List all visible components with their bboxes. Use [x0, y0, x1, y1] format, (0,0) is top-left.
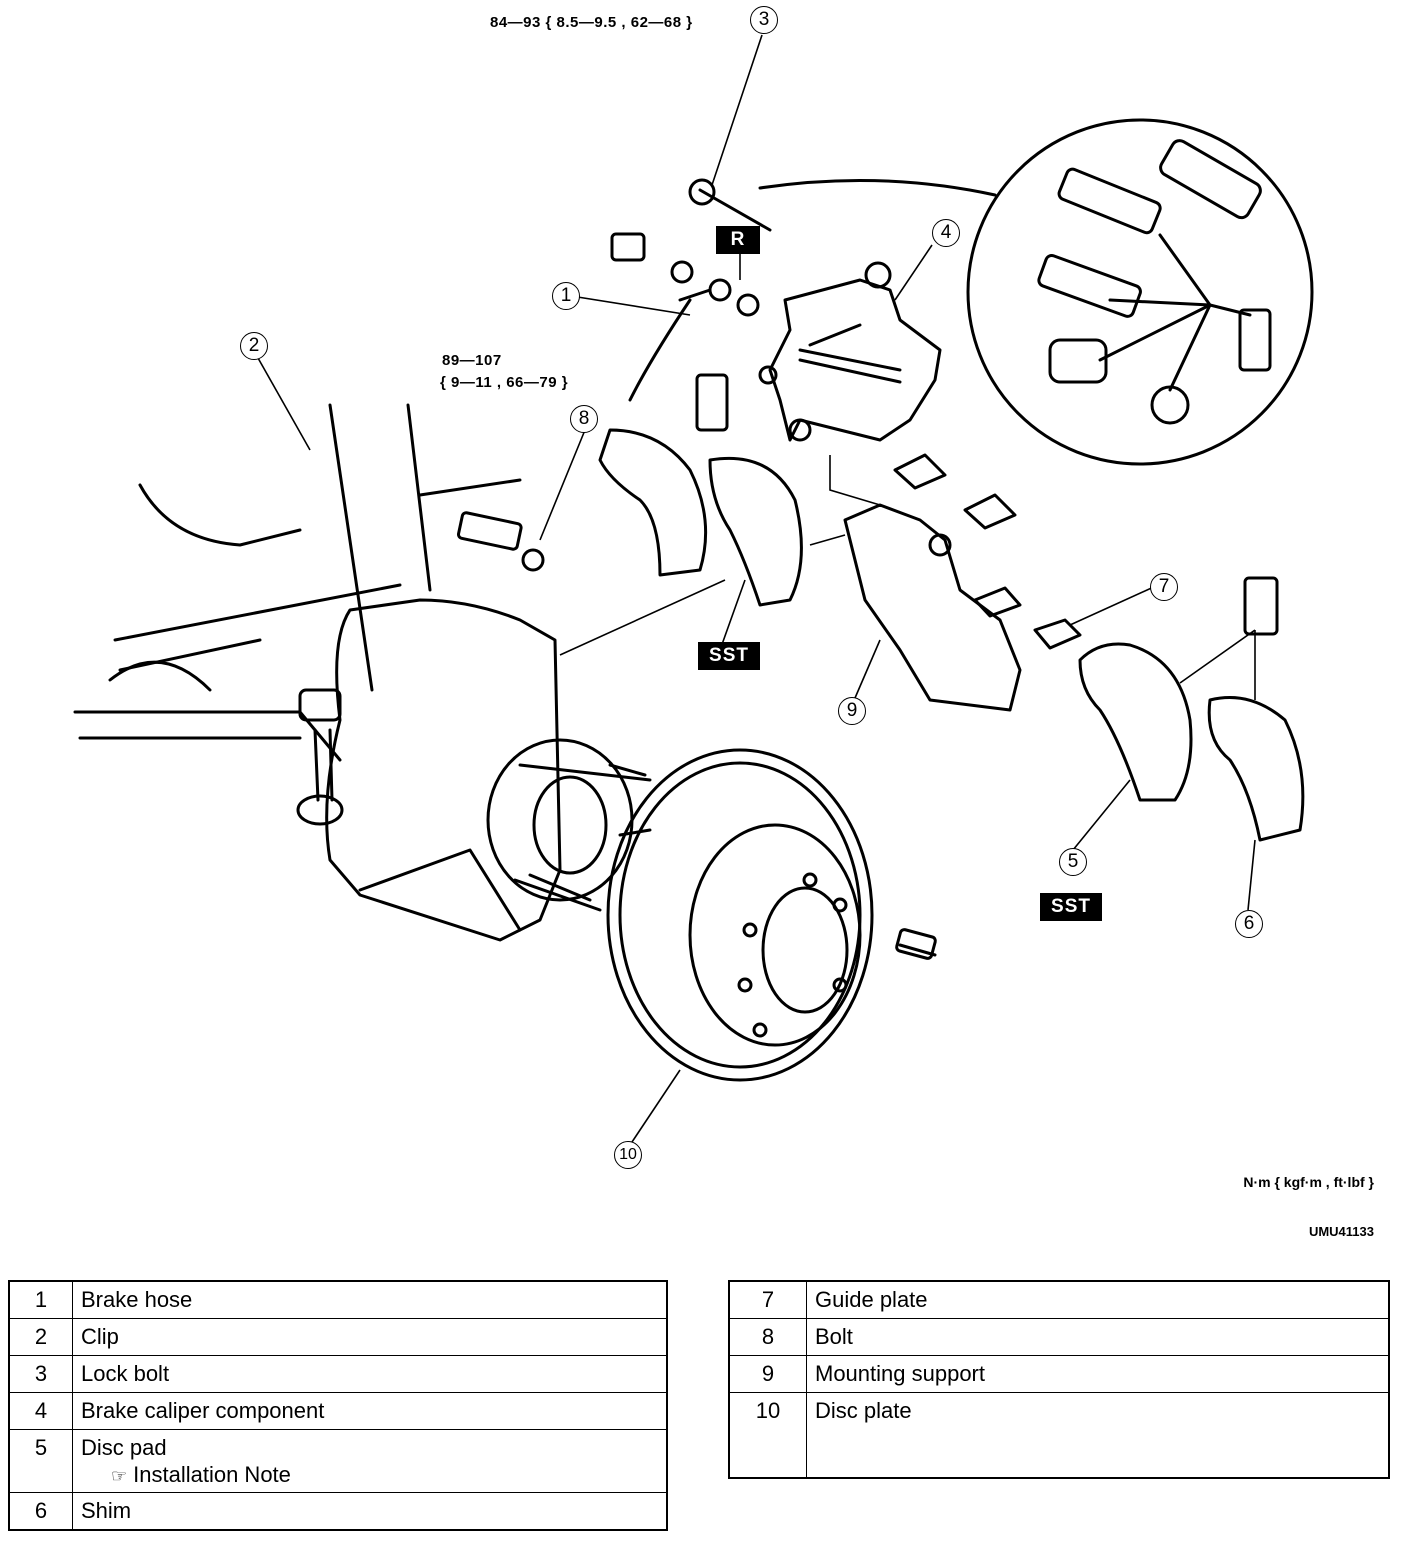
callout-10: 10: [614, 1141, 642, 1169]
installation-note-link[interactable]: ☞Installation Note: [81, 1463, 658, 1488]
part-name: Bolt: [806, 1318, 1390, 1356]
part-number: 4: [8, 1392, 73, 1430]
part-name: Disc pad: [81, 1435, 167, 1460]
part-number: 9: [728, 1355, 807, 1393]
table-row: 8 Bolt: [728, 1318, 1390, 1356]
table-row: 2 Clip: [8, 1318, 668, 1356]
callout-6: 6: [1235, 910, 1263, 938]
frame-rail: [113, 583, 402, 672]
sst-tag-inner: SST: [698, 642, 760, 670]
part-name: Clip: [72, 1318, 668, 1356]
inner-shim: [598, 428, 708, 577]
callout-7: 7: [1150, 573, 1178, 601]
disc-plate-outline: [606, 748, 874, 1082]
knuckle: [325, 598, 562, 942]
torque-spec-lock-bolt: 84—93 { 8.5—9.5 , 62—68 }: [490, 14, 693, 31]
caliper: [768, 278, 942, 442]
callout-3: 3: [750, 6, 778, 34]
part-name: Brake caliper component: [72, 1392, 668, 1430]
sst-tag-outer: SST: [1040, 893, 1102, 921]
part-name: Mounting support: [806, 1355, 1390, 1393]
table-row: 4 Brake caliper component: [8, 1392, 668, 1430]
table-row: 3 Lock bolt: [8, 1355, 668, 1393]
hose-brace: [138, 483, 302, 547]
part-number: 3: [8, 1355, 73, 1393]
installation-note-label: Installation Note: [133, 1462, 291, 1487]
part-number: 1: [8, 1280, 73, 1319]
part-number: 5: [8, 1429, 73, 1493]
part-name: Shim: [72, 1492, 668, 1531]
callout-8: 8: [570, 405, 598, 433]
table-row: 10 Disc plate: [728, 1392, 1390, 1479]
reuse-tag: R: [716, 226, 760, 254]
parts-table-right: 7 Guide plate 8 Bolt 9 Mounting support …: [728, 1280, 1390, 1479]
lower-arm: [73, 710, 342, 762]
part-number: 6: [8, 1492, 73, 1531]
callout-1: 1: [552, 282, 580, 310]
parts-table-left: 1 Brake hose 2 Clip 3 Lock bolt 4 Brake …: [8, 1280, 668, 1531]
callout-9: 9: [838, 697, 866, 725]
outer-pad: [1078, 642, 1193, 802]
table-row: 1 Brake hose: [8, 1280, 668, 1319]
part-number: 7: [728, 1280, 807, 1319]
figure-code: UMU41133: [1308, 1224, 1374, 1239]
table-row: 6 Shim: [8, 1492, 668, 1531]
part-cell: Disc pad ☞Installation Note: [72, 1429, 668, 1493]
callout-4: 4: [932, 219, 960, 247]
torque-units: N·m { kgf·m , ft·lbf }: [1243, 1174, 1374, 1190]
table-row: 5 Disc pad ☞Installation Note: [8, 1429, 668, 1493]
strut: [328, 403, 432, 692]
part-number: 10: [728, 1392, 807, 1479]
brake-hose: [628, 298, 692, 402]
torque-spec-bolt-line1: 89—107: [442, 352, 502, 369]
detail-magnifier: [966, 118, 1314, 466]
table-row: 9 Mounting support: [728, 1355, 1390, 1393]
part-name: Lock bolt: [72, 1355, 668, 1393]
mounting-support: [843, 503, 1022, 712]
part-name: Disc plate: [806, 1392, 1390, 1479]
outer-shim: [1207, 696, 1305, 842]
pointing-hand-icon: ☞: [111, 1466, 128, 1486]
torque-spec-bolt-line2: { 9—11 , 66—79 }: [440, 374, 569, 391]
callout-2: 2: [240, 332, 268, 360]
part-number: 8: [728, 1318, 807, 1356]
part-name: Guide plate: [806, 1280, 1390, 1319]
callout-5: 5: [1059, 848, 1087, 876]
part-name: Brake hose: [72, 1280, 668, 1319]
part-number: 2: [8, 1318, 73, 1356]
inner-pad: [708, 456, 803, 607]
table-row: 7 Guide plate: [728, 1280, 1390, 1319]
